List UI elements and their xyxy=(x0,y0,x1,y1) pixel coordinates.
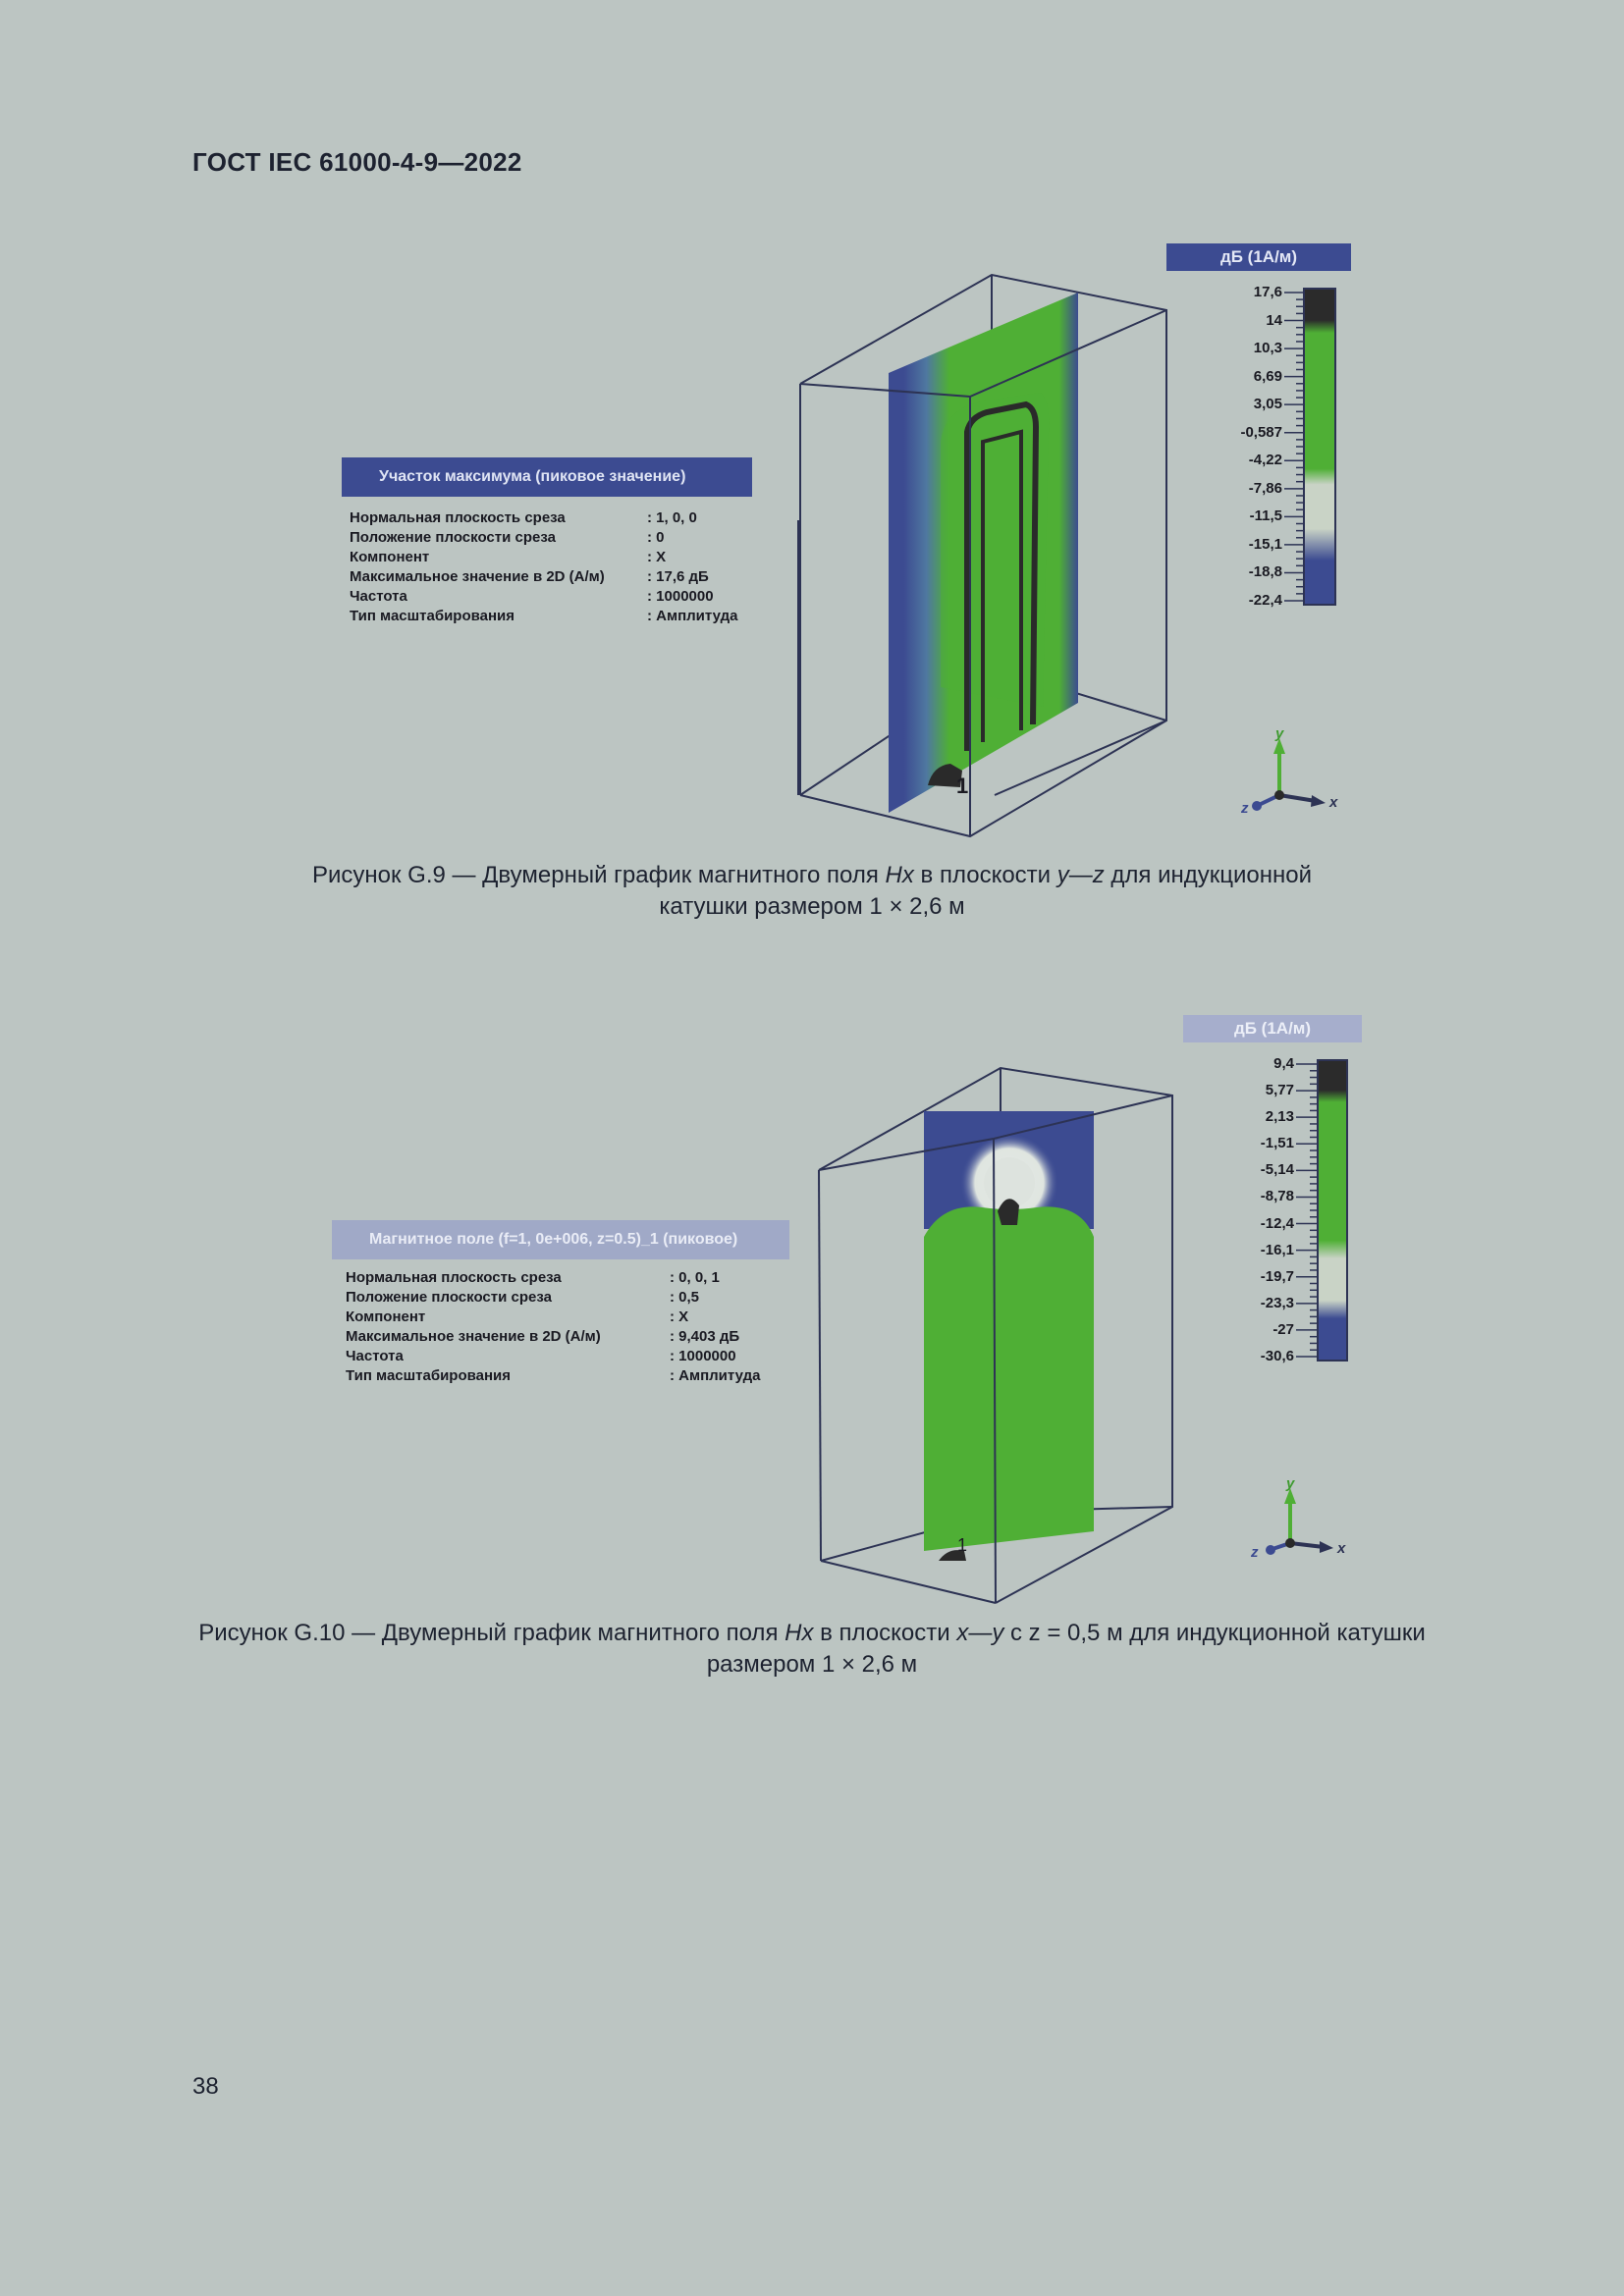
axis-triad: y x z xyxy=(1240,725,1338,817)
info-label: Частота xyxy=(346,1348,404,1364)
legend-title: дБ (1А/м) xyxy=(1166,243,1351,271)
info-value: : X xyxy=(647,549,667,565)
bounding-box-front xyxy=(797,309,1167,838)
caption-text: для индукционной xyxy=(1104,862,1313,888)
caption-text: — xyxy=(1068,862,1093,888)
color-scale-label: -7,86 xyxy=(1248,479,1282,497)
color-scale-label: -1,51 xyxy=(1260,1135,1294,1152)
color-scale-label: -8,78 xyxy=(1260,1188,1294,1205)
caption-variable: x xyxy=(956,1620,969,1646)
color-scale-label: 10,3 xyxy=(1253,340,1282,357)
caption-text: Рисунок G.9 — Двумерный график магнитног… xyxy=(311,862,886,888)
color-scale-label: -11,5 xyxy=(1249,507,1282,525)
info-value: : Амплитуда xyxy=(647,608,738,624)
color-scale-label: 3,05 xyxy=(1253,396,1282,413)
figure-caption: Рисунок G.9 — Двумерный график магнитног… xyxy=(147,860,1477,923)
axis-label-z: z xyxy=(1250,1544,1259,1561)
color-scale-label: -12,4 xyxy=(1260,1214,1294,1232)
info-label: Компонент xyxy=(346,1308,426,1325)
color-scale-label: -4,22 xyxy=(1248,452,1282,469)
color-scale-label: -15,1 xyxy=(1248,535,1282,553)
caption-variable: y xyxy=(992,1620,1004,1646)
color-scale-label: -16,1 xyxy=(1260,1241,1294,1258)
info-value: : 1000000 xyxy=(670,1348,736,1364)
field-plot-3d: 1 y x z xyxy=(797,273,1338,838)
color-scale-label: 9,4 xyxy=(1273,1055,1294,1072)
axis-label-x: x xyxy=(1336,1540,1346,1557)
caption-variable: z xyxy=(1092,862,1105,888)
caption-text: размером 1 × 2,6 м xyxy=(706,1651,918,1678)
info-label: Тип масштабирования xyxy=(350,608,515,624)
caption-variable: Hx xyxy=(785,1620,814,1646)
caption-variable: y xyxy=(1056,862,1069,888)
info-label: Нормальная плоскость среза xyxy=(346,1269,562,1286)
caption-text: в плоскости xyxy=(913,862,1057,888)
info-value: : X xyxy=(670,1308,689,1325)
color-scale-label: 14 xyxy=(1266,311,1282,329)
axis-triad: y x z xyxy=(1250,1475,1346,1561)
info-title: Магнитное поле (f=1, 0e+006, z=0.5)_1 (п… xyxy=(332,1220,789,1259)
figure-caption: Рисунок G.10 — Двумерный график магнитно… xyxy=(147,1618,1477,1681)
color-scale-label: -30,6 xyxy=(1260,1348,1294,1364)
figure-g9: Участок максимума (пиковое значение) Нор… xyxy=(0,236,1624,942)
color-scale-label: -0,587 xyxy=(1240,423,1282,441)
info-value: : 17,6 дБ xyxy=(647,568,709,585)
info-value: : 0 xyxy=(647,529,665,546)
caption-text: — xyxy=(968,1620,993,1646)
info-value: : 1, 0, 0 xyxy=(647,509,697,526)
field-plot-3d: 1 y x z xyxy=(818,1059,1348,1604)
caption-text: с z = 0,5 м для индукционной катушки xyxy=(1003,1620,1426,1646)
info-value: : Амплитуда xyxy=(670,1367,761,1384)
info-label: Положение плоскости среза xyxy=(350,529,556,546)
feed-point-label: 1 xyxy=(957,1535,967,1555)
page-header: ГОСТ IEC 61000-4-9—2022 xyxy=(192,147,522,177)
figure-g10: Магнитное поле (f=1, 0e+006, z=0.5)_1 (п… xyxy=(0,1001,1624,1698)
cut-plane-yz xyxy=(889,293,1078,813)
color-scale-label: -23,3 xyxy=(1260,1294,1294,1311)
bounding-box-front xyxy=(818,1095,1173,1604)
info-label: Тип масштабирования xyxy=(346,1367,512,1384)
caption-variable: Hx xyxy=(885,862,914,888)
color-scale-label: -18,8 xyxy=(1248,563,1282,581)
color-scale-label: 5,77 xyxy=(1265,1082,1294,1099)
info-title: Участок максимума (пиковое значение) xyxy=(342,457,752,497)
axis-label-x: x xyxy=(1328,794,1338,811)
color-scale-label: -19,7 xyxy=(1260,1267,1294,1285)
color-scale-ticks xyxy=(1284,292,1304,602)
info-label: Частота xyxy=(350,588,407,605)
info-label: Нормальная плоскость среза xyxy=(350,509,566,526)
info-label: Компонент xyxy=(350,549,430,565)
color-scale-label: 2,13 xyxy=(1265,1108,1294,1126)
legend-title: дБ (1А/м) xyxy=(1183,1015,1362,1042)
color-scale-label: 17,6 xyxy=(1253,284,1282,300)
axis-label-y: y xyxy=(1274,725,1284,742)
caption-text: Рисунок G.10 — Двумерный график магнитно… xyxy=(198,1620,785,1646)
info-label: Максимальное значение в 2D (А/м) xyxy=(350,568,605,585)
axis-label-z: z xyxy=(1240,800,1249,817)
info-label: Максимальное значение в 2D (А/м) xyxy=(346,1328,601,1345)
cut-plane-xy xyxy=(924,1111,1094,1561)
caption-text: в плоскости xyxy=(813,1620,957,1646)
color-scale-label: -27 xyxy=(1272,1320,1294,1338)
color-scale-label: -22,4 xyxy=(1248,592,1282,609)
axis-label-y: y xyxy=(1285,1475,1295,1492)
info-value: : 1000000 xyxy=(647,588,714,605)
info-value: : 0, 0, 1 xyxy=(670,1269,720,1286)
color-scale-bar xyxy=(1317,1059,1348,1362)
color-scale-label: 6,69 xyxy=(1253,367,1282,385)
color-scale-label: -5,14 xyxy=(1260,1161,1294,1179)
page-number: 38 xyxy=(192,2073,219,2100)
info-label: Положение плоскости среза xyxy=(346,1289,552,1306)
color-scale-bar xyxy=(1303,288,1336,606)
caption-text: катушки размером 1 × 2,6 м xyxy=(659,893,965,920)
color-scale-ticks xyxy=(1296,1063,1318,1358)
info-value: : 0,5 xyxy=(670,1289,700,1306)
info-value: : 9,403 дБ xyxy=(670,1328,740,1345)
feed-point-label: 1 xyxy=(956,774,968,798)
